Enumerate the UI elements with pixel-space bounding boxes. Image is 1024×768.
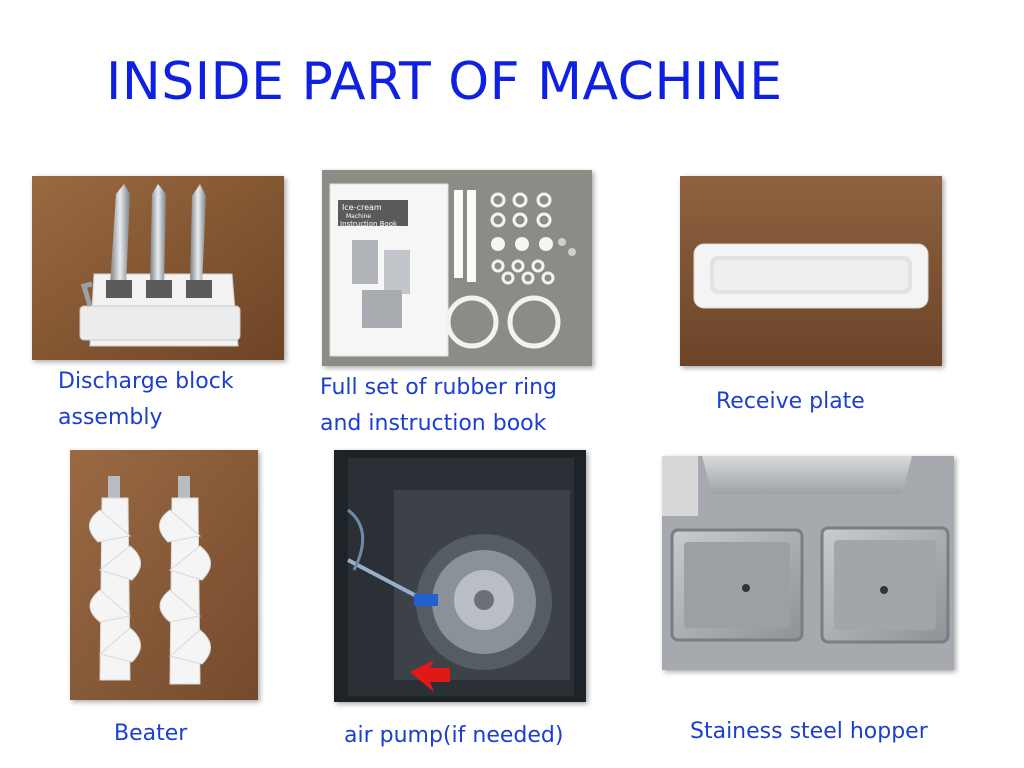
discharge-block-photo xyxy=(32,176,284,360)
beater-photo xyxy=(70,450,258,700)
receive-plate-caption: Receive plate xyxy=(716,389,865,414)
steel-hopper-caption: Stainess steel hopper xyxy=(690,719,928,744)
rubber-ring-and-book-photo: Ice-cream Machine Instruction Book xyxy=(322,170,592,366)
rubber-ring-caption-2: and instruction book xyxy=(320,411,547,436)
discharge-block-caption-1: Discharge block xyxy=(58,369,234,394)
beater-caption: Beater xyxy=(114,721,188,746)
book-title-line1: Ice-cream xyxy=(342,203,382,212)
receive-plate-photo xyxy=(680,176,942,366)
book-title-line3: Instruction Book xyxy=(340,220,398,228)
slide-title: INSIDE PART OF MACHINE xyxy=(106,52,783,112)
air-pump-photo xyxy=(334,450,586,702)
steel-hopper-photo xyxy=(662,456,954,670)
rubber-ring-caption-1: Full set of rubber ring xyxy=(320,375,557,400)
air-pump-caption: air pump(if needed) xyxy=(344,723,564,748)
book-title-line2: Machine xyxy=(346,213,371,220)
discharge-block-caption-2: assembly xyxy=(58,405,163,430)
